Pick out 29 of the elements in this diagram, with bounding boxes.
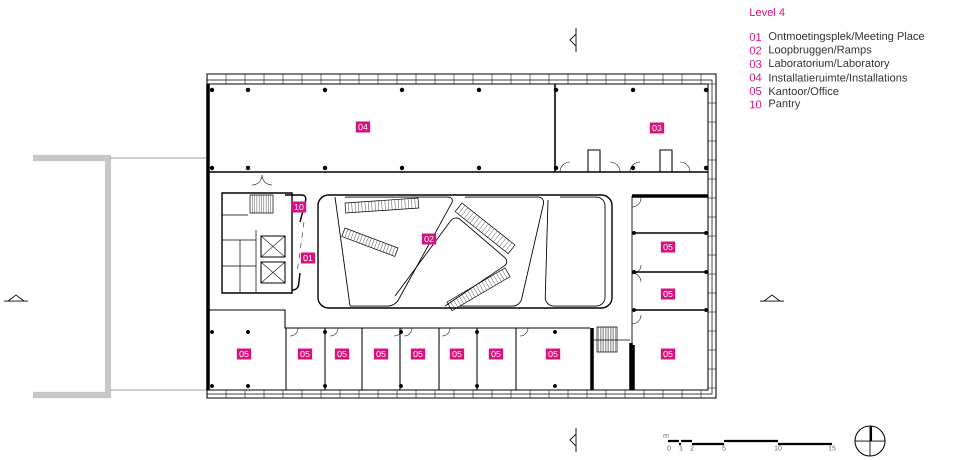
room-tag: 05 bbox=[374, 348, 388, 360]
legend-number: 10 bbox=[750, 100, 762, 108]
legend-number: 02 bbox=[750, 46, 762, 54]
room-tag: 05 bbox=[546, 348, 560, 360]
legend-text: Kantoor/Office bbox=[769, 86, 838, 96]
room-tag: 03 bbox=[650, 122, 664, 134]
room-tag: 05 bbox=[236, 348, 252, 360]
room-tag: 05 bbox=[410, 348, 426, 360]
legend-number: 05 bbox=[750, 87, 762, 95]
room-tag: 04 bbox=[356, 122, 370, 132]
room-tag: 02 bbox=[422, 234, 436, 244]
room-tag: 05 bbox=[488, 348, 504, 360]
room-tag: 05 bbox=[660, 242, 676, 252]
room-tag: 05 bbox=[660, 348, 676, 360]
legend-text: Pantry bbox=[769, 100, 800, 110]
legend-number: 03 bbox=[750, 60, 762, 68]
room-tag: 01 bbox=[300, 252, 316, 264]
room-tag: 05 bbox=[334, 348, 350, 360]
legend-text: Loopbruggen/Ramps bbox=[769, 45, 872, 56]
room-tag: 05 bbox=[450, 348, 464, 360]
legend-text: Ontmoetingsplek/Meeting Place bbox=[768, 32, 924, 42]
legend-text: Installatieruimte/Installations bbox=[769, 73, 907, 82]
legend-title: Level 4 bbox=[750, 8, 785, 16]
legend-number: 01 bbox=[750, 33, 762, 41]
room-tag: 05 bbox=[660, 288, 676, 300]
legend-text: Laboratorium/Laboratory bbox=[769, 58, 890, 70]
legend-number: 04 bbox=[750, 74, 762, 82]
room-tag: 10 bbox=[292, 202, 306, 212]
room-tag: 05 bbox=[298, 348, 312, 360]
